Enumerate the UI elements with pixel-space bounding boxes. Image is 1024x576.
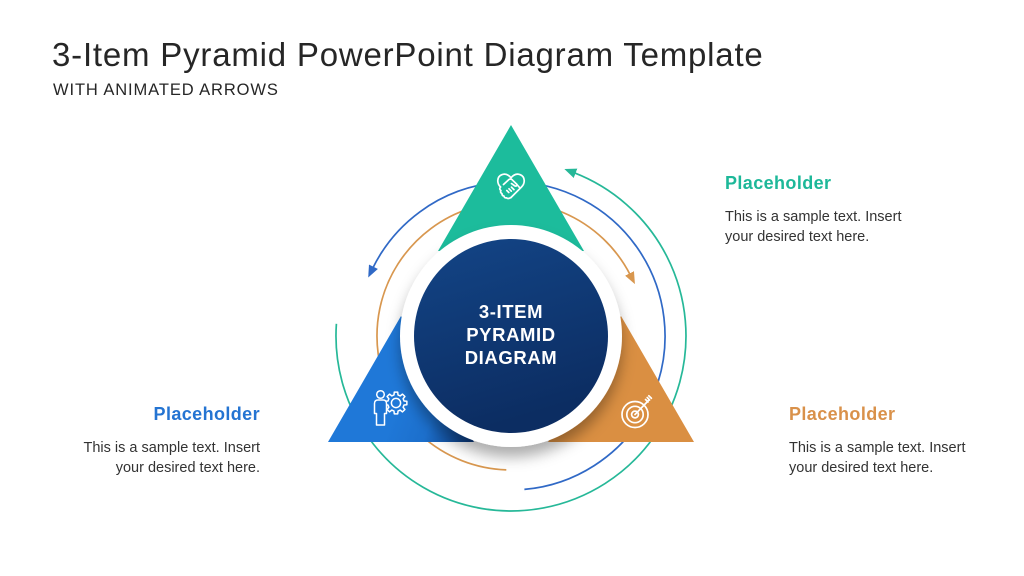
top-item-body-line1: This is a sample text. Insert <box>725 209 902 225</box>
bottom-left-item-text: Placeholder This is a sample text. Inser… <box>60 405 260 478</box>
slide-title: 3-Item Pyramid PowerPoint Diagram Templa… <box>52 36 764 73</box>
bottom-left-item-body-line1: This is a sample text. Insert <box>83 440 260 456</box>
target-arrow-icon <box>621 394 653 429</box>
center-label-line1: 3-ITEM <box>479 301 543 322</box>
slide-subtitle: WITH ANIMATED ARROWS <box>53 81 279 99</box>
gear-icon <box>384 391 408 415</box>
top-item-body-line2: your desired text here. <box>725 229 870 245</box>
bottom-right-item-body: This is a sample text. Insert your desir… <box>789 438 989 478</box>
center-label-line2: PYRAMID <box>466 324 556 345</box>
center-circle <box>414 239 608 433</box>
blue-cycle-arrow <box>368 181 666 491</box>
bottom-right-item-text: Placeholder This is a sample text. Inser… <box>789 405 989 478</box>
top-item-text: Placeholder This is a sample text. Inser… <box>725 174 925 247</box>
bottom-right-item-heading: Placeholder <box>789 404 896 424</box>
bottom-left-item-body-line2: your desired text here. <box>115 460 260 476</box>
bottom-right-item-body-line2: your desired text here. <box>789 460 934 476</box>
handshake-heart-icon <box>496 173 526 200</box>
center-label-line3: DIAGRAM <box>465 347 558 368</box>
top-item-heading: Placeholder <box>725 173 832 193</box>
person-icon <box>373 389 388 426</box>
bottom-left-item-heading: Placeholder <box>153 404 260 424</box>
top-triangle <box>438 125 584 251</box>
bottom-right-item-body-line1: This is a sample text. Insert <box>789 440 966 456</box>
person-gear-icon <box>373 389 408 426</box>
top-item-body: This is a sample text. Insert your desir… <box>725 207 925 247</box>
bottom-left-item-body: This is a sample text. Insert your desir… <box>60 438 260 478</box>
